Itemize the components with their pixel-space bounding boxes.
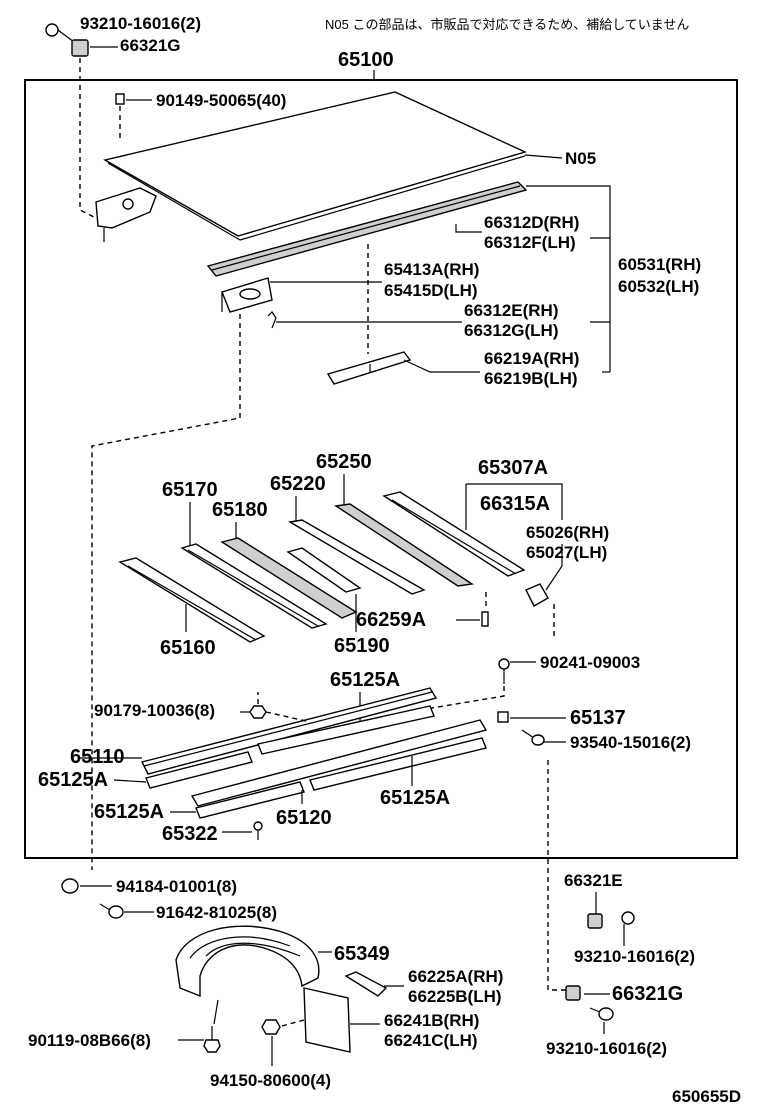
crossmember-65190[interactable] bbox=[286, 547, 362, 593]
mudguard-65349[interactable] bbox=[175, 925, 320, 1025]
bolt-93540[interactable] bbox=[521, 729, 545, 746]
label-65137[interactable]: 65137 bbox=[570, 707, 626, 729]
sill-65125A-upper[interactable] bbox=[257, 705, 435, 755]
label-65125A-top[interactable]: 65125A bbox=[330, 669, 400, 691]
label-65307A[interactable]: 65307A bbox=[478, 457, 548, 479]
label-60531[interactable]: 60531(RH) bbox=[618, 255, 701, 274]
bolt-90241[interactable] bbox=[498, 658, 510, 684]
label-65026[interactable]: 65026(RH) bbox=[526, 523, 609, 542]
label-66312E[interactable]: 66312E(RH) bbox=[464, 301, 559, 320]
label-66312D[interactable]: 66312D(RH) bbox=[484, 213, 579, 232]
sill-65125A-left[interactable] bbox=[145, 751, 253, 789]
clip-65026[interactable] bbox=[525, 583, 549, 607]
crossmember-65170[interactable] bbox=[180, 543, 328, 629]
crossmember-65250[interactable] bbox=[334, 503, 474, 587]
label-94184[interactable]: 94184-01001(8) bbox=[116, 877, 237, 896]
label-65120[interactable]: 65120 bbox=[276, 807, 332, 829]
crossmember-65307A[interactable] bbox=[382, 491, 526, 577]
bracket-66225A[interactable] bbox=[344, 971, 388, 997]
label-65250[interactable]: 65250 bbox=[316, 451, 372, 473]
label-65190[interactable]: 65190 bbox=[334, 635, 390, 657]
crossmember-65160[interactable] bbox=[118, 557, 266, 643]
bracket-66219A[interactable] bbox=[326, 351, 412, 385]
label-65125A-left1[interactable]: 65125A bbox=[38, 769, 108, 791]
label-94150[interactable]: 94150-80600(4) bbox=[210, 1071, 331, 1090]
label-66241C[interactable]: 66241C(LH) bbox=[384, 1031, 478, 1050]
label-66321G-top[interactable]: 66321G bbox=[120, 36, 181, 55]
nut-94150[interactable] bbox=[261, 1019, 281, 1035]
label-65125A-right[interactable]: 65125A bbox=[380, 787, 450, 809]
floor-panel-N05[interactable] bbox=[103, 91, 527, 241]
sill-65125A-lower[interactable] bbox=[195, 737, 487, 819]
bolt-93210-top[interactable] bbox=[45, 23, 75, 43]
hinge-bracket[interactable] bbox=[95, 187, 157, 242]
label-66321G-bottom[interactable]: 66321G bbox=[612, 983, 683, 1005]
screw-90149[interactable] bbox=[115, 93, 152, 105]
label-65027[interactable]: 65027(LH) bbox=[526, 543, 607, 562]
label-66225A[interactable]: 66225A(RH) bbox=[408, 967, 503, 986]
label-90119[interactable]: 90119-08B66(8) bbox=[28, 1031, 151, 1050]
bolt-93210-bottom[interactable] bbox=[589, 1007, 614, 1021]
bolt-65322[interactable] bbox=[253, 821, 263, 840]
bolt-66259A[interactable] bbox=[481, 611, 489, 627]
mudflap-66241B[interactable] bbox=[303, 987, 351, 1053]
label-65322[interactable]: 65322 bbox=[162, 823, 218, 845]
label-93210-bottom[interactable]: 93210-16016(2) bbox=[546, 1039, 667, 1058]
label-93540[interactable]: 93540-15016(2) bbox=[570, 733, 691, 752]
label-65413A[interactable]: 65413A(RH) bbox=[384, 260, 479, 279]
clip-66312E[interactable] bbox=[267, 311, 277, 329]
label-66312F[interactable]: 66312F(LH) bbox=[484, 233, 576, 252]
bolt-90119[interactable] bbox=[203, 1026, 221, 1053]
label-65170[interactable]: 65170 bbox=[162, 479, 218, 501]
label-66225B[interactable]: 66225B(LH) bbox=[408, 987, 502, 1006]
label-66241B[interactable]: 66241B(RH) bbox=[384, 1011, 479, 1030]
sill-65120[interactable] bbox=[190, 719, 488, 807]
label-60532[interactable]: 60532(LH) bbox=[618, 277, 699, 296]
label-90241[interactable]: 90241-09003 bbox=[540, 653, 640, 672]
clip-65137[interactable] bbox=[497, 711, 509, 723]
label-91642[interactable]: 91642-81025(8) bbox=[156, 903, 277, 922]
label-66259A[interactable]: 66259A bbox=[356, 609, 426, 631]
label-66219B[interactable]: 66219B(LH) bbox=[484, 369, 578, 388]
assembly-frame bbox=[24, 79, 738, 859]
side-rail-60531[interactable] bbox=[206, 181, 528, 277]
label-65160[interactable]: 65160 bbox=[160, 637, 216, 659]
label-65349[interactable]: 65349 bbox=[334, 943, 390, 965]
bolt-93210-mid[interactable] bbox=[621, 911, 635, 925]
clip-66321G-bottom[interactable] bbox=[565, 985, 581, 1001]
label-66312G[interactable]: 66312G(LH) bbox=[464, 321, 558, 340]
crossmember-65220[interactable] bbox=[287, 519, 426, 595]
label-65180[interactable]: 65180 bbox=[212, 499, 268, 521]
bracket-65413A[interactable] bbox=[221, 277, 273, 313]
label-66219A[interactable]: 66219A(RH) bbox=[484, 349, 579, 368]
note-text: N05 この部品は、市販品で対応できるため、補給していません bbox=[325, 17, 689, 32]
label-65220[interactable]: 65220 bbox=[270, 473, 326, 495]
clip-66321E[interactable] bbox=[587, 913, 603, 929]
assembly-number[interactable]: 65100 bbox=[338, 49, 394, 71]
label-65110[interactable]: 65110 bbox=[70, 746, 125, 768]
label-90179[interactable]: 90179-10036(8) bbox=[94, 701, 215, 720]
label-66315A[interactable]: 66315A bbox=[480, 493, 550, 515]
label-93210-mid[interactable]: 93210-16016(2) bbox=[574, 947, 695, 966]
diagram-code: 650655D bbox=[672, 1087, 741, 1106]
sill-65110[interactable] bbox=[140, 687, 438, 775]
clip-66321G-top[interactable] bbox=[71, 39, 89, 57]
label-93210-top[interactable]: 93210-16016(2) bbox=[80, 14, 201, 33]
label-66321E[interactable]: 66321E bbox=[564, 871, 623, 890]
washer-94184[interactable] bbox=[61, 878, 79, 894]
bolt-91642[interactable] bbox=[99, 903, 124, 919]
label-90149[interactable]: 90149-50065(40) bbox=[156, 91, 286, 110]
label-65125A-left2[interactable]: 65125A bbox=[94, 801, 164, 823]
label-N05[interactable]: N05 bbox=[565, 149, 596, 168]
label-65415D[interactable]: 65415D(LH) bbox=[384, 281, 478, 300]
nut-90179[interactable] bbox=[249, 705, 267, 719]
